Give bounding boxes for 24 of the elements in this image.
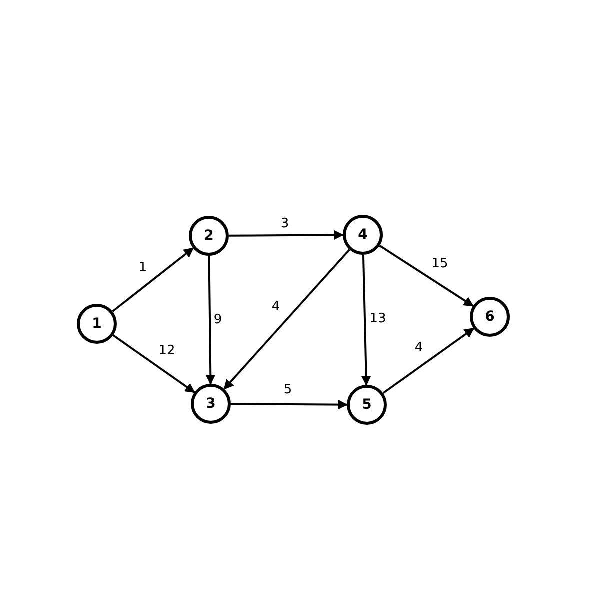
arrow — [112, 334, 196, 394]
edge-label: 9 — [214, 312, 222, 328]
arrow — [361, 254, 372, 386]
node-circle: 5 — [347, 385, 387, 425]
node-circle: 1 — [77, 304, 117, 344]
arrow — [231, 400, 348, 410]
edge-label: 5 — [284, 382, 292, 398]
edge-label: 13 — [370, 312, 386, 326]
edge-label: 12 — [158, 344, 176, 358]
edge-label: 4 — [414, 340, 424, 356]
arrow — [224, 249, 350, 390]
arrow — [229, 230, 344, 240]
edge-label: 3 — [280, 216, 290, 232]
edge-label: 4 — [272, 300, 280, 314]
node-circle: 2 — [189, 216, 229, 256]
arrow — [206, 256, 216, 385]
arrow — [379, 245, 474, 307]
node-circle: 6 — [470, 297, 510, 337]
node-circle: 4 — [343, 215, 383, 255]
node-circle: 3 — [191, 384, 231, 424]
arrow — [382, 328, 475, 394]
arrow — [112, 248, 194, 312]
edge-label: 1 — [138, 260, 148, 276]
edge-label: 15 — [432, 256, 448, 272]
